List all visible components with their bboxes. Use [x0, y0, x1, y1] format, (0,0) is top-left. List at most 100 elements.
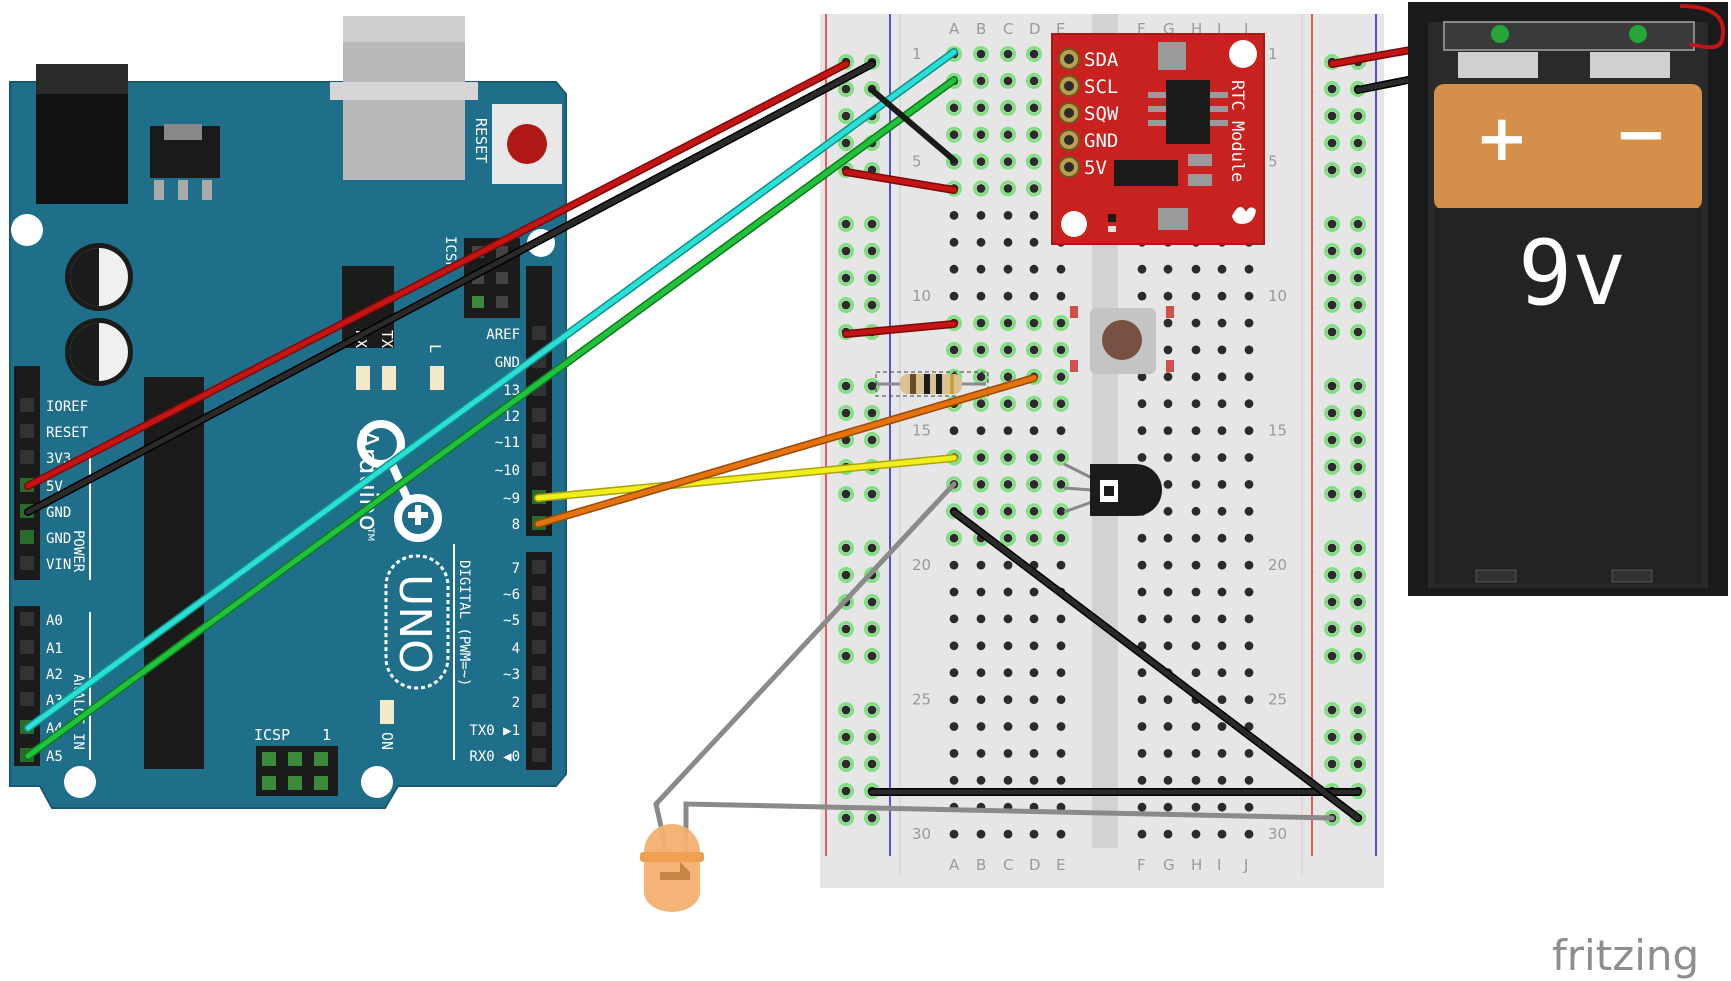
breadboard-hole: [1191, 291, 1201, 301]
breadboard-hole: [1137, 802, 1147, 812]
rail-hole: [1353, 381, 1363, 391]
rail-hole: [1327, 624, 1337, 634]
breadboard-hole: [1244, 318, 1254, 328]
rtc-pin-label: SCL: [1084, 76, 1118, 98]
rail-hole: [867, 759, 877, 769]
rail-hole: [1353, 435, 1363, 445]
mounting-hole: [64, 766, 96, 798]
rail-hole: [1327, 273, 1337, 283]
battery-copper-top: [1434, 84, 1702, 210]
breadboard-hole: [976, 211, 986, 220]
transistor-to92: [1063, 462, 1162, 516]
breadboard-hole: [1217, 453, 1227, 462]
digital-pin-label: RX0 ◀0: [469, 749, 520, 765]
breadboard-hole: [1163, 695, 1173, 704]
rail-hole: [841, 651, 851, 661]
rail-hole: [1353, 570, 1363, 580]
breadboard-hole: [1244, 345, 1254, 355]
l-label: L: [426, 344, 444, 353]
rail-hole: [1327, 84, 1337, 94]
rail-hole: [1353, 489, 1363, 499]
breadboard-hole: [976, 399, 986, 409]
breadboard-hole: [1217, 587, 1227, 597]
breadboard-hole: [1003, 103, 1013, 113]
row-number: 5: [912, 153, 922, 171]
breadboard-hole: [1163, 829, 1173, 839]
rail-hole: [1353, 462, 1363, 472]
breadboard-hole: [1217, 345, 1227, 355]
breadboard-hole: [1163, 345, 1173, 355]
breadboard-hole: [1244, 587, 1254, 597]
breadboard-hole: [1244, 453, 1254, 462]
breadboard-hole: [1003, 76, 1013, 86]
breadboard-hole: [949, 695, 959, 704]
breadboard-hole: [1137, 749, 1147, 758]
capacitor: [65, 318, 133, 386]
column-label: F: [1137, 856, 1146, 874]
rail-hole: [1327, 732, 1337, 742]
rail-hole: [1327, 246, 1337, 256]
rail-hole: [1353, 705, 1363, 715]
breadboard-hole: [1191, 749, 1201, 758]
breadboard-hole: [1029, 722, 1039, 731]
rail-hole: [867, 543, 877, 553]
breadboard-hole: [976, 237, 986, 247]
rail-hole: [1353, 543, 1363, 553]
rail-hole: [1353, 219, 1363, 229]
header-pin: [532, 326, 546, 340]
fritzing-watermark: fritzing: [1552, 931, 1699, 980]
breadboard-hole: [1056, 506, 1066, 516]
breadboard-hole: [1137, 614, 1147, 624]
breadboard-hole: [1244, 614, 1254, 624]
breadboard-hole: [1056, 345, 1066, 355]
digital-pin-label: ~9: [503, 491, 520, 507]
breadboard-hole: [949, 237, 959, 247]
header-pin: [20, 398, 34, 412]
column-label: C: [1003, 20, 1013, 38]
breadboard-hole: [1191, 480, 1201, 489]
arduino-logo: [357, 420, 442, 542]
digital-header-lower: [526, 552, 552, 770]
breadboard-hole: [1137, 560, 1147, 570]
breadboard-hole: [1217, 480, 1227, 489]
rail-hole: [841, 759, 851, 769]
breadboard-hole: [1029, 587, 1039, 597]
breadboard-hole: [1137, 695, 1147, 704]
breadboard-hole: [1056, 318, 1066, 328]
rail-hole: [841, 246, 851, 256]
rail-hole: [1353, 138, 1363, 148]
digital-pin-label: ~3: [503, 667, 520, 683]
wire-orange: [535, 375, 1037, 527]
rx-led: [356, 366, 370, 390]
mounting-hole: [11, 214, 43, 246]
breadboard-hole: [1029, 76, 1039, 86]
breadboard-hole: [1217, 695, 1227, 704]
digital-pin-label: 4: [512, 641, 520, 657]
column-label: D: [1029, 856, 1041, 874]
breadboard-hole: [1029, 749, 1039, 758]
breadboard-hole: [1217, 291, 1227, 301]
reset-button[interactable]: [492, 104, 562, 184]
rail-hole: [841, 705, 851, 715]
tx-label: TX: [378, 330, 396, 348]
breadboard-hole: [976, 49, 986, 59]
breadboard-hole: [1191, 506, 1201, 516]
breadboard-hole: [1163, 426, 1173, 435]
breadboard-hole: [949, 560, 959, 570]
rail-hole: [1327, 489, 1337, 499]
digital-pin-label: ~10: [495, 463, 520, 479]
column-label: H: [1191, 856, 1202, 874]
breadboard-hole: [976, 345, 986, 355]
breadboard-hole: [976, 695, 986, 704]
rail-hole: [1353, 300, 1363, 310]
wire-black-bb: [869, 87, 957, 163]
breadboard-hole: [1244, 506, 1254, 516]
digital-pin-label: 8: [512, 517, 520, 533]
breadboard-hole: [976, 76, 986, 86]
rail-hole: [1327, 462, 1337, 472]
push-button[interactable]: [1070, 306, 1174, 374]
on-label: ON: [378, 732, 396, 750]
column-label: J: [1243, 20, 1248, 38]
breadboard-hole: [1029, 399, 1039, 409]
